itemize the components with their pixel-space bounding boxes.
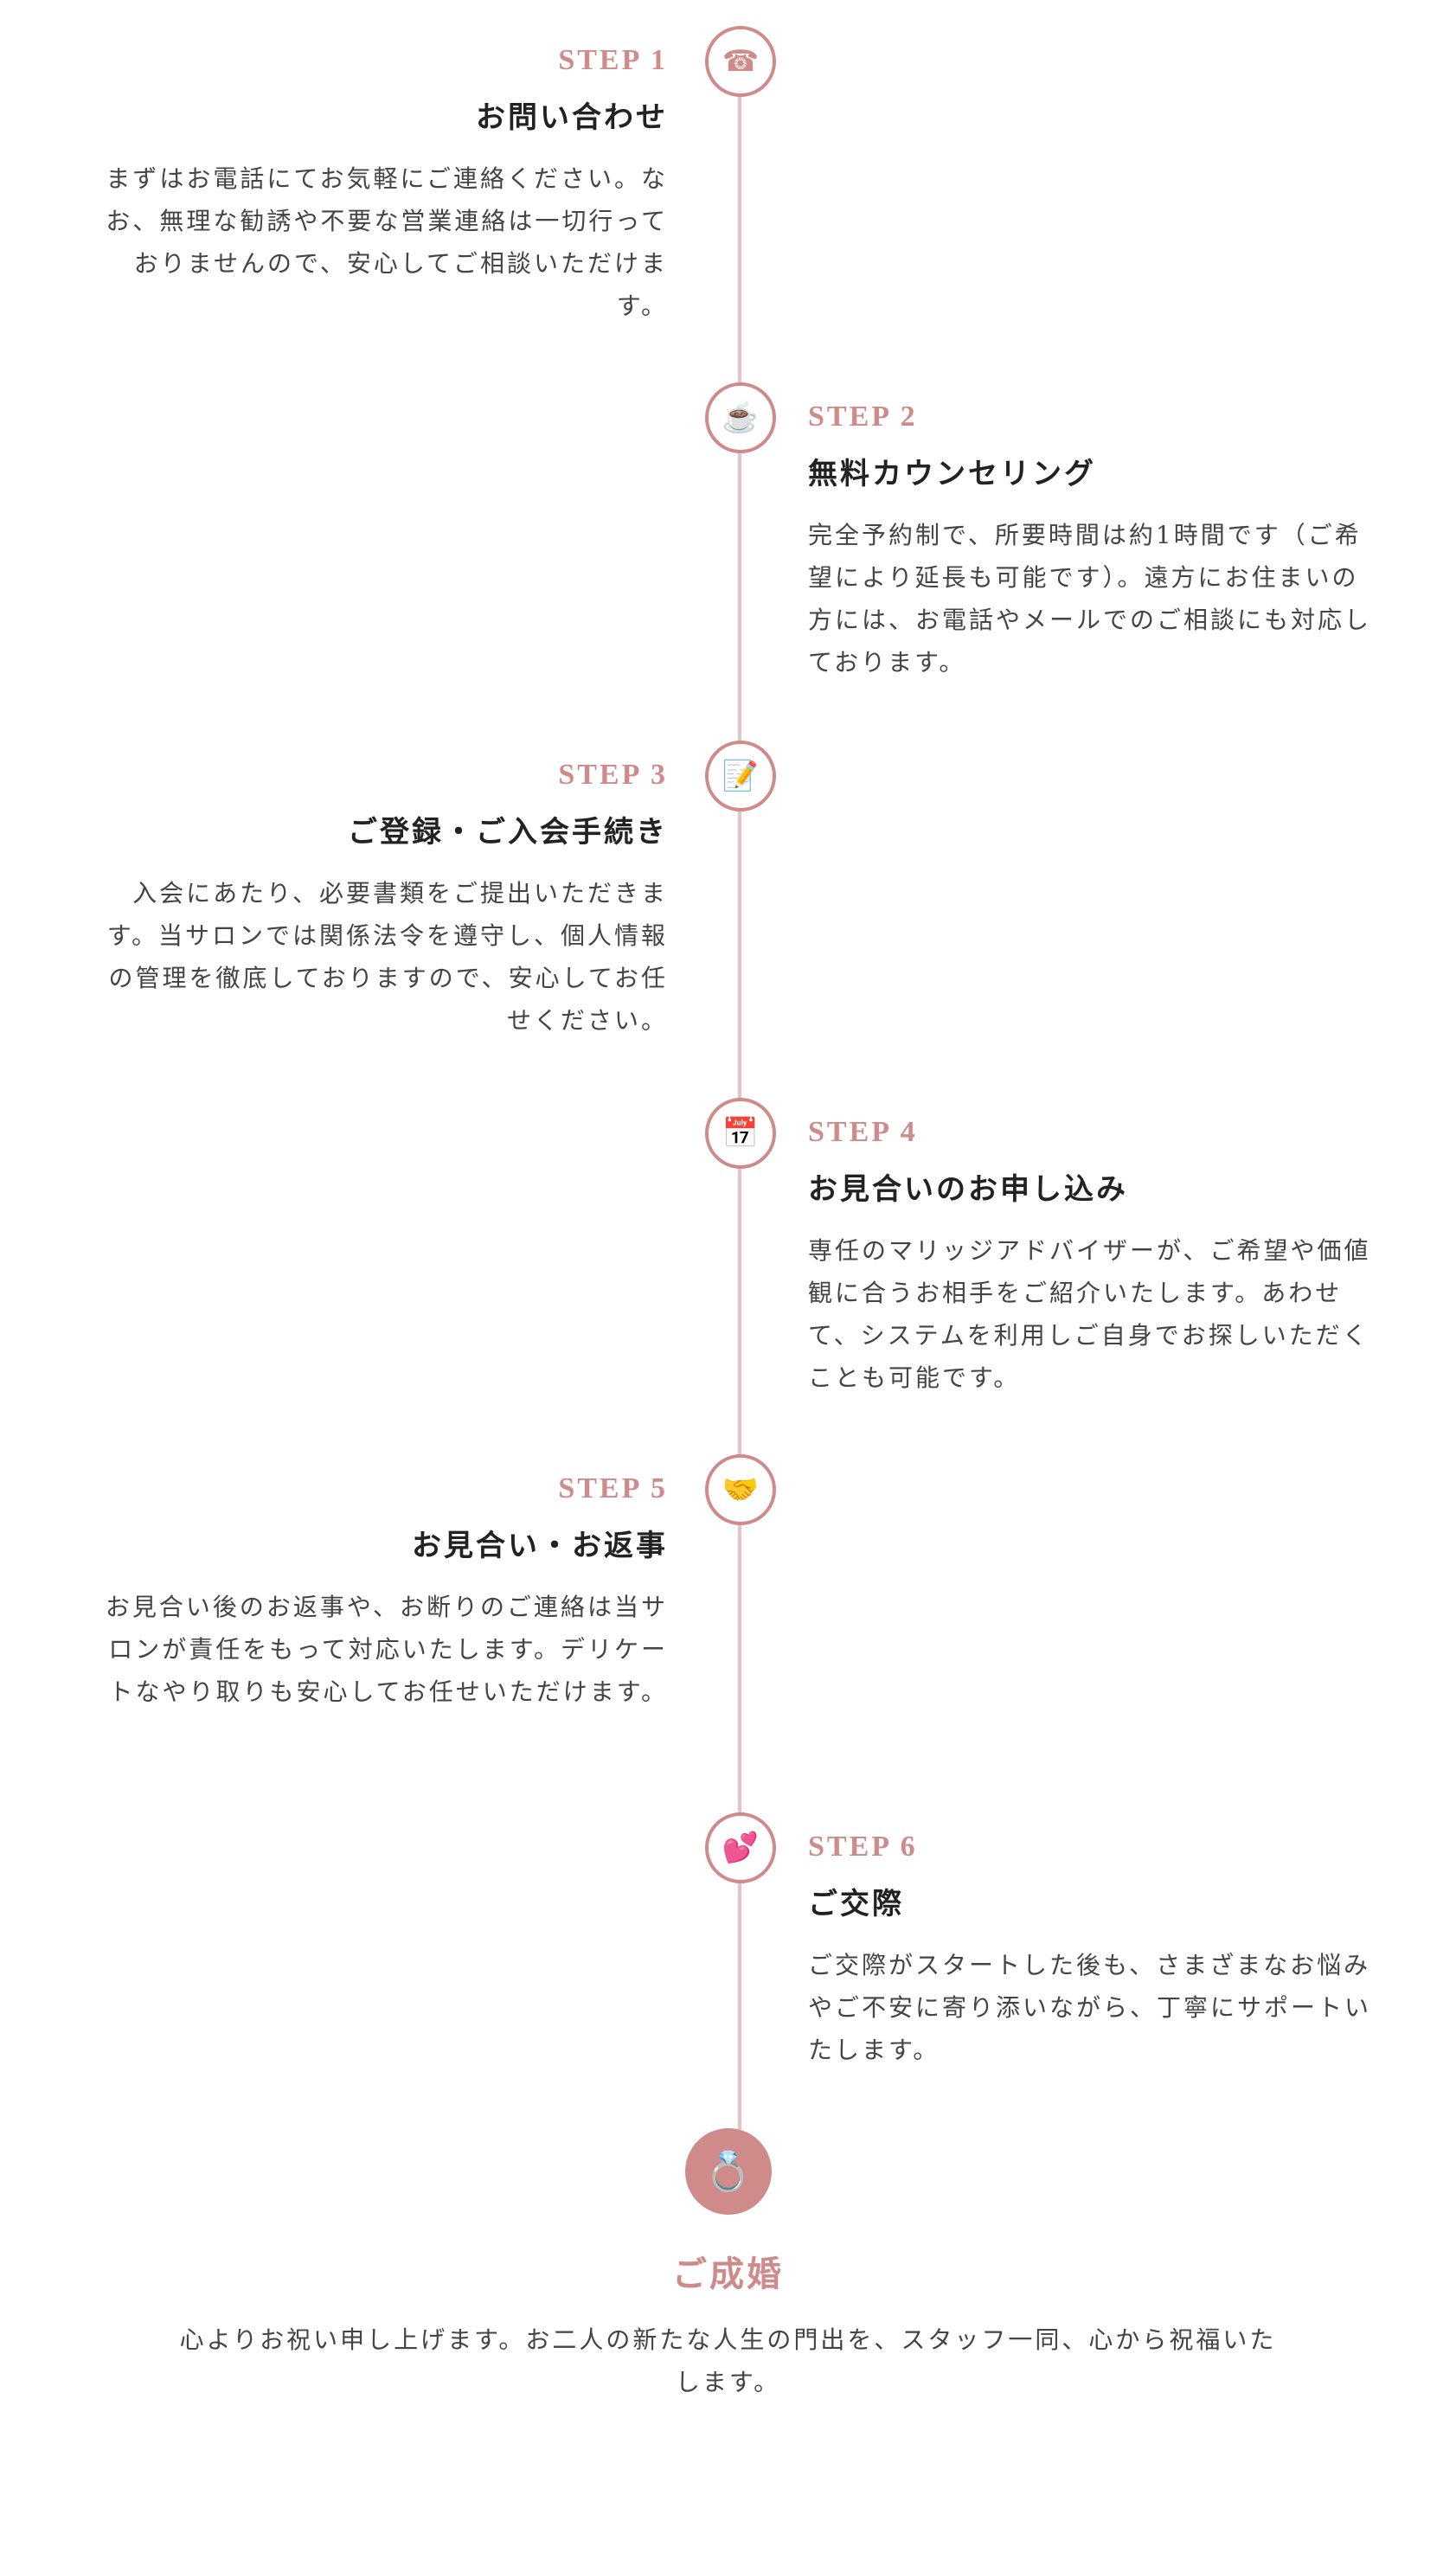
- step-body: 専任のマリッジアドバイザーが、ご希望や価値観に合うお相手をご紹介いたします。あわ…: [808, 1236, 1371, 1392]
- step-label: STEP 6: [808, 1831, 918, 1863]
- step-label: STEP 3: [558, 759, 668, 791]
- step-label: STEP 5: [558, 1472, 668, 1504]
- final-title: ご成婚: [672, 2254, 784, 2294]
- step-body: 入会にあたり、必要書類をご提出いただきます。当サロンでは関係法令を遵守し、個人情…: [106, 879, 668, 1035]
- step-title: お見合い・お返事: [412, 1529, 668, 1563]
- ring-icon: 💍: [684, 2128, 772, 2215]
- timeline-step: 💕 STEP 6 ご交際 ご交際がスタートした後も、さまざまなお悩みやご不安に寄…: [0, 1812, 1456, 2193]
- final-body: 心よりお祝い申し上げます。お二人の新たな人生の門出を、スタッフ一同、心から祝福い…: [179, 2325, 1277, 2396]
- step-content: STEP 3 ご登録・ご入会手続き 入会にあたり、必要書類をご提出いただきます。…: [101, 749, 668, 1042]
- step-body: ご交際がスタートした後も、さまざまなお悩みやご不安に寄り添いながら、丁寧にサポー…: [808, 1951, 1372, 2064]
- step-body: お見合い後のお返事や、お断りのご連絡は当サロンが責任をもって対応いたします。デリ…: [105, 1593, 668, 1706]
- hearts-icon: 💕: [705, 1812, 776, 1883]
- step-content: STEP 6 ご交際 ご交際がスタートした後も、さまざまなお悩みやご不安に寄り添…: [808, 1821, 1375, 2071]
- calendar-icon: 📅: [705, 1098, 776, 1169]
- step-content: STEP 5 お見合い・お返事 お見合い後のお返事や、お断りのご連絡は当サロンが…: [101, 1463, 668, 1713]
- step-body: 完全予約制で、所要時間は約1時間です（ご希望により延長も可能です）。遠方にお住ま…: [808, 521, 1372, 677]
- memo-icon: 📝: [705, 741, 776, 811]
- step-title: ご登録・ご入会手続き: [348, 815, 668, 850]
- coffee-icon: ☕: [705, 382, 776, 453]
- handshake-icon: 🤝: [705, 1454, 776, 1525]
- step-label: STEP 2: [808, 401, 918, 433]
- step-label: STEP 1: [558, 44, 668, 76]
- telephone-icon: ☎: [705, 26, 776, 97]
- step-content: STEP 4 お見合いのお申し込み 専任のマリッジアドバイザーが、ご希望や価値観…: [808, 1106, 1375, 1399]
- step-title: お問い合わせ: [476, 100, 668, 135]
- timeline-step: 📅 STEP 4 お見合いのお申し込み 専任のマリッジアドバイザーが、ご希望や価…: [0, 1098, 1456, 1478]
- step-title: ご交際: [808, 1887, 904, 1921]
- timeline-step: 📝 STEP 3 ご登録・ご入会手続き 入会にあたり、必要書類をご提出いただきま…: [0, 741, 1456, 1121]
- step-body: まずはお電話にてお気軽にご連絡ください。なお、無理な勧誘や不要な営業連絡は一切行…: [106, 164, 668, 320]
- timeline-step: ☎ STEP 1 お問い合わせ まずはお電話にてお気軽にご連絡ください。なお、無…: [0, 26, 1456, 407]
- step-content: STEP 1 お問い合わせ まずはお電話にてお気軽にご連絡ください。なお、無理な…: [101, 35, 668, 327]
- step-label: STEP 4: [808, 1116, 918, 1148]
- timeline-step: 🤝 STEP 5 お見合い・お返事 お見合い後のお返事や、お断りのご連絡は当サロ…: [0, 1454, 1456, 1835]
- timeline-step: ☕ STEP 2 無料カウンセリング 完全予約制で、所要時間は約1時間です（ご希…: [0, 382, 1456, 763]
- step-title: お見合いのお申し込み: [808, 1172, 1128, 1207]
- step-content: STEP 2 無料カウンセリング 完全予約制で、所要時間は約1時間です（ご希望に…: [808, 391, 1375, 683]
- step-title: 無料カウンセリング: [808, 457, 1096, 491]
- final-step: 💍 ご成婚 心よりお祝い申し上げます。お二人の新たな人生の門出を、スタッフ一同、…: [0, 2128, 1456, 2403]
